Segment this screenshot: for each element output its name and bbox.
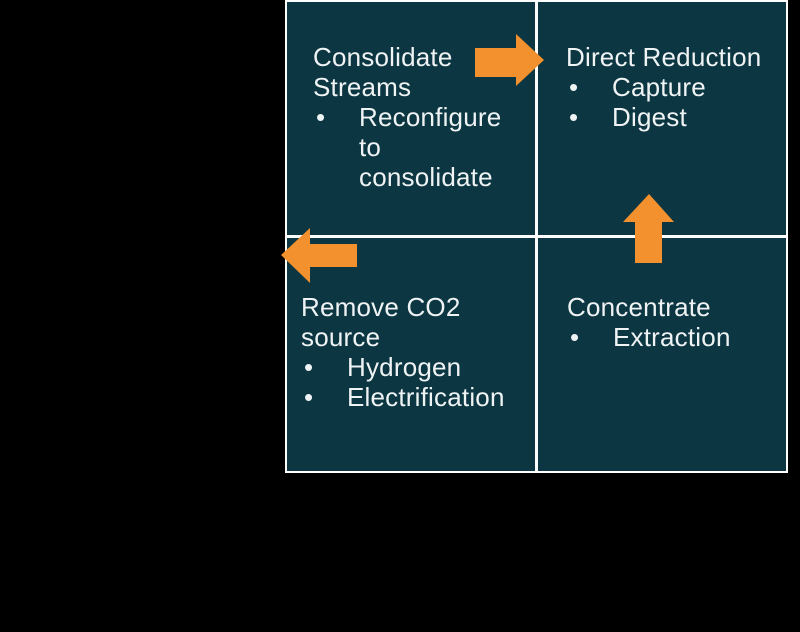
quadrant-title: Concentrate [567,292,711,322]
bullet-icon: • [316,102,326,132]
quadrant-concentrate: Concentrate • Extraction [538,238,786,471]
bullet-text: Extraction [613,322,731,352]
list-item: • Electrification [301,382,521,412]
quadrant-consolidate-streams: Consolidate Streams • Reconfigure to con… [287,2,535,235]
list-item: • Extraction [567,322,778,352]
bullet-icon: • [304,382,314,412]
list-item: • Capture [566,72,778,102]
bullet-text: Digest [612,102,687,132]
bullet-icon: • [304,352,314,382]
list-item: • Hydrogen [301,352,521,382]
quadrant-remove-co2-source: Remove CO2 source • Hydrogen • Electrifi… [287,238,535,471]
bullet-text: Electrification [347,382,505,412]
bullet-text: Hydrogen [347,352,462,382]
quadrant-title: Consolidate Streams [313,42,453,102]
bullet-icon: • [569,72,579,102]
list-item: • Digest [566,102,778,132]
bullet-text: Reconfigure to consolidate [359,102,502,192]
bullet-icon: • [569,102,579,132]
list-item: • Reconfigure to consolidate [313,102,521,192]
bullet-text: Capture [612,72,706,102]
bullet-icon: • [570,322,580,352]
quadrant-title: Direct Reduction [566,42,762,72]
quadrant-grid: Consolidate Streams • Reconfigure to con… [285,0,788,473]
quadrant-direct-reduction: Direct Reduction • Capture • Digest [538,2,786,235]
quadrant-title: Remove CO2 source [301,292,461,352]
